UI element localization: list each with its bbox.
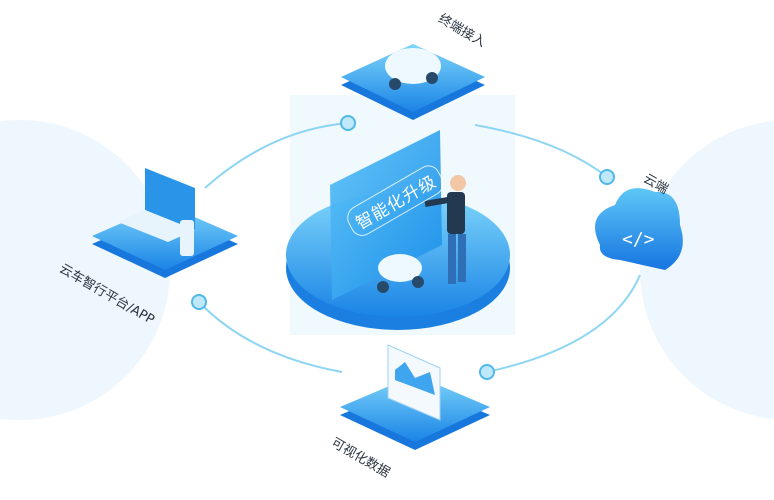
report-icon: [387, 344, 441, 421]
ring-dot: [599, 169, 615, 185]
ring-dots: [191, 115, 615, 380]
ring-dot: [479, 364, 495, 380]
scooter-icon: [385, 48, 441, 90]
cloud-icon: [595, 188, 683, 270]
bg-circle-right: [640, 120, 774, 420]
terminal-node: [341, 44, 485, 120]
cloud-node: </>: [595, 188, 683, 270]
platform-node: [92, 168, 238, 278]
ring-dot: [340, 115, 356, 131]
code-icon: </>: [622, 229, 655, 250]
connector-top-left: [204, 122, 349, 189]
ring-dot: [191, 294, 207, 310]
center-platform: [286, 130, 510, 330]
laptop-icon: [118, 168, 195, 242]
connector-bottom-left: [198, 301, 343, 373]
connector-bottom-right: [486, 274, 641, 373]
person-figure: [424, 175, 466, 284]
data-node: [340, 344, 490, 450]
bg-circle-left: [0, 120, 170, 420]
connection-ring: [198, 122, 641, 373]
scooter-icon: [377, 254, 424, 293]
connector-top-right: [474, 124, 608, 178]
phone-icon: [180, 220, 194, 256]
